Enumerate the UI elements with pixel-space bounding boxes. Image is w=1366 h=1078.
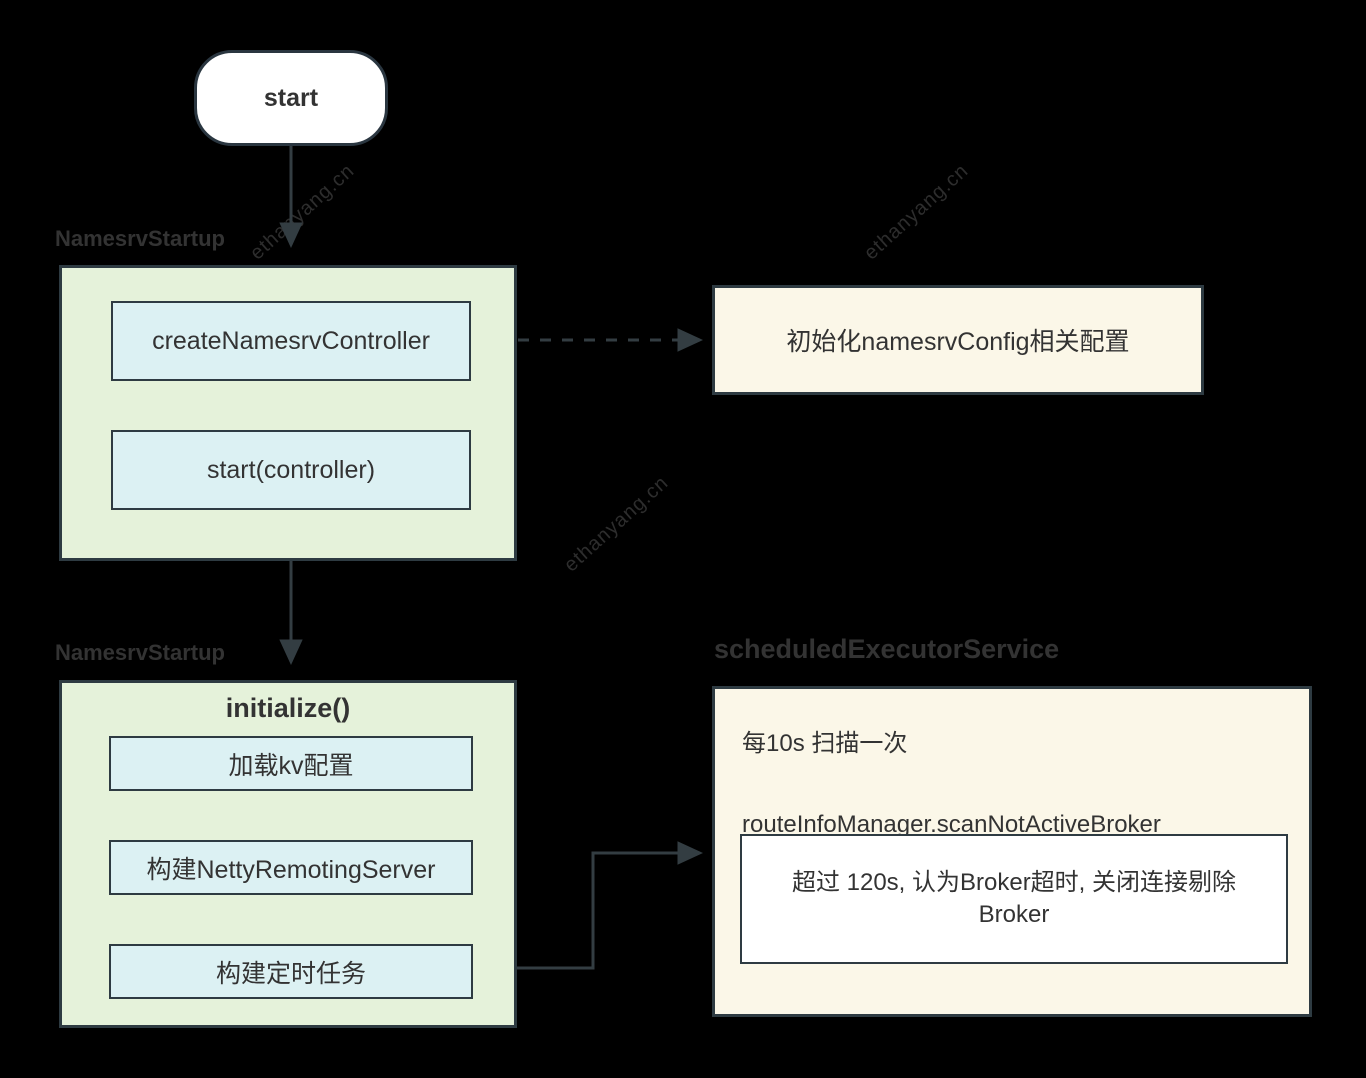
step-create-namesrv-controller[interactable]: createNamesrvController [111,301,471,381]
group-namesrv-startup-2: initialize() 加载kv配置 构建NettyRemotingServe… [59,680,517,1028]
group-title-initialize: initialize() [225,693,351,723]
group-namesrv-startup-1: createNamesrvController start(controller… [59,265,517,561]
scheduled-method-text: routeInfoManager.scanNotActiveBroker [742,811,1161,838]
step-load-kv-config[interactable]: 加载kv配置 [109,736,473,791]
note-broker-timeout: 超过 120s, 认为Broker超时, 关闭连接剔除 Broker [740,834,1288,964]
watermark-text: ethanyang.cn [246,159,359,265]
group-label-namesrv-startup-1: NamesrvStartup [55,226,225,251]
note-namesrv-config-text: 初始化namesrvConfig相关配置 [786,328,1130,356]
scheduled-interval-text: 每10s 扫描一次 [742,730,908,757]
group-label-namesrv-startup-2: NamesrvStartup [55,640,225,665]
watermark-text: ethanyang.cn [560,471,673,577]
watermark-text: ethanyang.cn [860,159,973,265]
step-build-netty-remoting-server[interactable]: 构建NettyRemotingServer [109,840,473,895]
group-scheduled-executor-service: 每10s 扫描一次 routeInfoManager.scanNotActive… [712,686,1312,1017]
group-label-scheduled-executor-service: scheduledExecutorService [714,634,1060,664]
step-start-controller[interactable]: start(controller) [111,430,471,510]
step-build-scheduled-task[interactable]: 构建定时任务 [109,944,473,999]
note-namesrv-config: 初始化namesrvConfig相关配置 [712,285,1204,395]
start-node[interactable]: start [194,50,388,146]
